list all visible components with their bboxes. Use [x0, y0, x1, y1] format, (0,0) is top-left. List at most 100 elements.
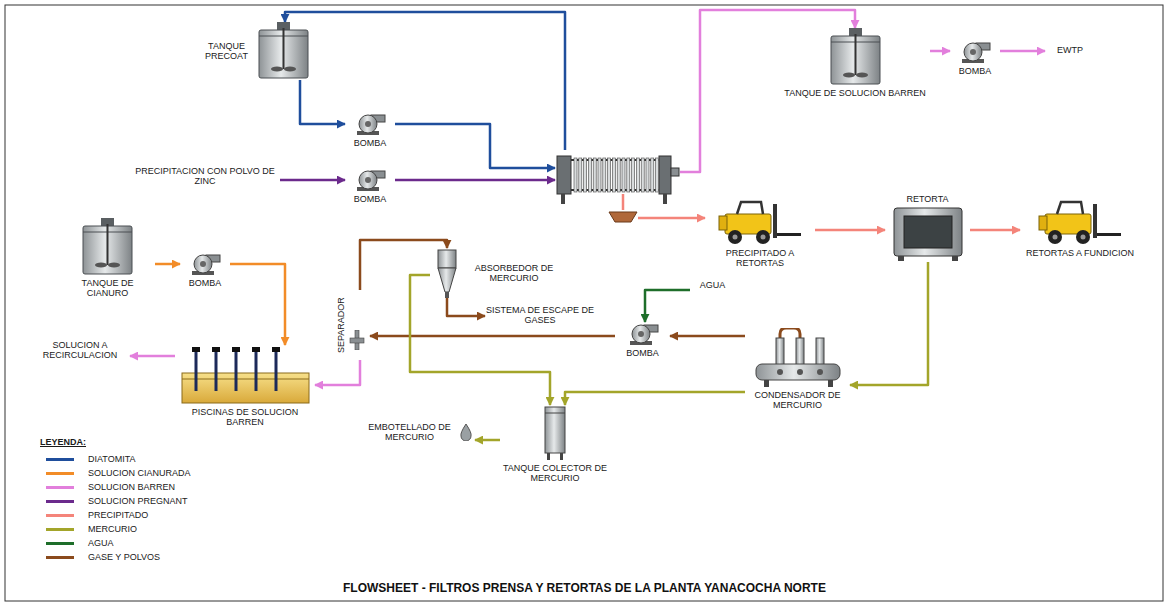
- flow-line: [370, 335, 615, 338]
- legend-row: PRECIPITADO: [40, 508, 191, 522]
- flow-line: [930, 50, 950, 53]
- equipment-node: BOMBA: [950, 40, 1000, 76]
- legend-row: SOLUCION CIANURADA: [40, 466, 191, 480]
- legend-row: SOLUCION PREGNANT: [40, 494, 191, 508]
- legend-swatch: [46, 514, 74, 517]
- legend-text: SOLUCION PREGNANT: [88, 496, 188, 506]
- node-label: ABSORBEDOR DE MERCURIO: [462, 263, 567, 283]
- legend-text: AGUA: [88, 538, 114, 548]
- node-label: RETORTA: [906, 194, 948, 204]
- node-label: SOLUCION A RECIRCULACION: [30, 340, 130, 360]
- legend-swatch: [46, 556, 74, 559]
- pump-icon: [188, 252, 222, 276]
- node-label: BOMBA: [959, 66, 992, 76]
- equipment-node: [555, 150, 680, 230]
- flow-line: [447, 298, 485, 316]
- pump-icon: [958, 40, 992, 64]
- flow-line: [565, 392, 745, 405]
- flow-line: [645, 290, 690, 322]
- node-label: CONDENSADOR DE MERCURIO: [745, 390, 850, 410]
- node-label: BOMBA: [189, 278, 222, 288]
- flow-line: [300, 80, 345, 124]
- node-label: SEPARADOR: [336, 290, 346, 360]
- legend-text: SOLUCION BARREN: [88, 482, 175, 492]
- filter-press: [555, 150, 680, 230]
- mercury-absorber: [434, 248, 460, 298]
- pump-icon: [626, 322, 660, 346]
- equipment-node: AGUA: [690, 280, 735, 290]
- node-label: PISCINAS DE SOLUCION BARREN: [175, 407, 315, 427]
- node-label: TANQUE DE CIANURO: [60, 278, 155, 298]
- legend-swatch: [46, 528, 74, 531]
- flow-line: [285, 12, 565, 150]
- pump-icon: [353, 168, 387, 192]
- legend-text: PRECIPITADO: [88, 510, 148, 520]
- node-label: RETORTAS A FUNDICION: [1026, 248, 1134, 258]
- flow-line: [1000, 50, 1045, 53]
- flow-line: [410, 275, 550, 405]
- legend-row: MERCURIO: [40, 522, 191, 536]
- legend: LEYENDA: DIATOMITA SOLUCION CIANURADA SOLUC…: [40, 437, 191, 564]
- tank-icon: [828, 28, 883, 86]
- flow-line: [280, 179, 345, 182]
- equipment-node: TANQUE DE CIANURO: [60, 218, 155, 298]
- legend-swatch: [46, 458, 74, 461]
- legend-row: GASE Y POLVOS: [40, 550, 191, 564]
- retort-oven: [892, 206, 964, 262]
- equipment-node: ABSORBEDOR DE MERCURIO: [430, 248, 570, 298]
- flow-line: [395, 179, 555, 182]
- legend-swatch: [46, 542, 74, 545]
- legend-text: MERCURIO: [88, 524, 137, 534]
- node-label: PRECIPITACION CON POLVO DE ZINC: [130, 166, 280, 186]
- equipment-node: BOMBA: [345, 168, 395, 204]
- separator-icon: [348, 330, 366, 350]
- equipment-node: SISTEMA DE ESCAPE DE GASES: [485, 305, 595, 325]
- title: FLOWSHEET - FILTROS PRENSA Y RETORTAS DE…: [0, 581, 1169, 595]
- legend-swatch: [46, 500, 74, 503]
- flow-line: [395, 124, 555, 168]
- collector-tank: [540, 405, 570, 461]
- legend-text: SOLUCION CIANURADA: [88, 468, 191, 478]
- equipment-node: BOMBA: [345, 112, 395, 148]
- flow-line: [315, 360, 360, 385]
- legend-row: AGUA: [40, 536, 191, 550]
- equipment-node: BOMBA: [615, 322, 670, 358]
- equipment-node: PRECIPITACION CON POLVO DE ZINC: [130, 166, 280, 186]
- node-label: TANQUE COLECTOR DE MERCURIO: [500, 463, 610, 483]
- node-label: AGUA: [700, 280, 726, 290]
- node-label: BOMBA: [626, 348, 659, 358]
- frame: [5, 5, 1163, 601]
- node-label: EWTP: [1057, 45, 1083, 55]
- node-label: PRECIPITADO A RETORTAS: [705, 248, 815, 268]
- equipment-node: RETORTA: [885, 194, 970, 262]
- equipment-node: PRECIPITADO A RETORTAS: [705, 200, 815, 268]
- flow-line: [230, 264, 285, 345]
- equipment-node: TANQUE DE SOLUCION BARREN: [780, 28, 930, 98]
- node-label: BOMBA: [354, 194, 387, 204]
- flow-line: [670, 335, 745, 338]
- equipment-node: SOLUCION A RECIRCULACION: [30, 340, 130, 360]
- equipment-node: EMBOTELLADO DE MERCURIO: [360, 422, 475, 442]
- flow-line: [360, 240, 447, 290]
- flow-line: [680, 217, 705, 220]
- equipment-node: SEPARADOR: [330, 290, 370, 360]
- forklift-icon: [1037, 200, 1123, 246]
- equipment-node: PISCINAS DE SOLUCION BARREN: [175, 345, 315, 427]
- flow-line: [475, 439, 500, 442]
- tank-icon: [256, 22, 311, 80]
- legend-row: DIATOMITA: [40, 452, 191, 466]
- mercury-drop: [459, 423, 473, 441]
- legend-text: GASE Y POLVOS: [88, 552, 160, 562]
- legend-text: DIATOMITA: [88, 454, 136, 464]
- tank-icon: [80, 218, 135, 276]
- equipment-node: RETORTAS A FUNDICION: [1020, 200, 1140, 258]
- forklift-icon: [717, 200, 803, 246]
- mercury-condenser: [750, 328, 846, 388]
- pump-icon: [353, 112, 387, 136]
- equipment-node: BOMBA: [180, 252, 230, 288]
- legend-heading: LEYENDA:: [40, 437, 191, 447]
- flow-line: [130, 355, 175, 358]
- legend-row: SOLUCION BARREN: [40, 480, 191, 494]
